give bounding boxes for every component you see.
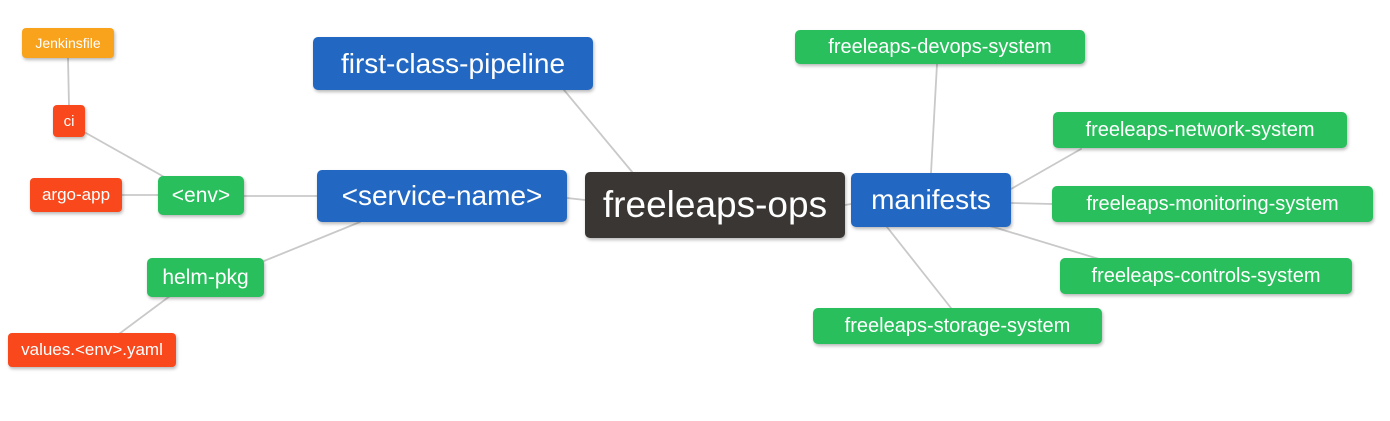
node-freeleaps-monitoring-system[interactable]: freeleaps-monitoring-system [1052, 186, 1373, 222]
edge-service-name-helm-pkg [263, 221, 361, 262]
node-helm-pkg-label: helm-pkg [162, 265, 249, 289]
node-env[interactable]: <env> [158, 176, 244, 215]
node-values-env-yaml[interactable]: values.<env>.yaml [8, 333, 176, 367]
node-freeleaps-ops-label: freeleaps-ops [602, 184, 828, 225]
edge-manifests-network [1010, 148, 1082, 190]
node-argo-app-label: argo-app [41, 185, 111, 204]
node-first-class-pipeline-label: first-class-pipeline [340, 47, 566, 79]
node-freeleaps-devops-system[interactable]: freeleaps-devops-system [795, 30, 1085, 64]
node-argo-app[interactable]: argo-app [30, 178, 122, 212]
node-freeleaps-storage-system[interactable]: freeleaps-storage-system [813, 308, 1102, 344]
node-jenkinsfile-label: Jenkinsfile [35, 35, 101, 51]
node-freeleaps-network-system-label: freeleaps-network-system [1085, 118, 1315, 141]
node-jenkinsfile[interactable]: Jenkinsfile [22, 28, 114, 58]
edge-manifests-controls [989, 225, 1100, 260]
node-freeleaps-network-system[interactable]: freeleaps-network-system [1053, 112, 1347, 148]
edge-manifests-devops [930, 63, 938, 174]
node-freeleaps-controls-system[interactable]: freeleaps-controls-system [1060, 258, 1352, 294]
node-ci[interactable]: ci [53, 105, 85, 137]
node-manifests[interactable]: manifests [851, 173, 1011, 227]
node-values-env-yaml-label: values.<env>.yaml [21, 340, 163, 359]
node-service-name[interactable]: <service-name> [317, 170, 567, 222]
node-service-name-label: <service-name> [341, 180, 543, 211]
node-freeleaps-monitoring-system-label: freeleaps-monitoring-system [1086, 192, 1339, 215]
edge-ops-manifests [844, 203, 852, 206]
edge-ops-service-name [566, 197, 586, 201]
edge-ci-jenkinsfile [67, 57, 70, 107]
edge-env-ci [85, 132, 167, 179]
edge-manifests-monitoring [1010, 202, 1053, 205]
node-first-class-pipeline[interactable]: first-class-pipeline [313, 37, 593, 90]
node-ci-label: ci [63, 112, 75, 130]
node-manifests-label: manifests [871, 184, 991, 215]
edge-helm-pkg-values-yaml [118, 295, 171, 335]
node-freeleaps-devops-system-label: freeleaps-devops-system [828, 35, 1052, 58]
node-freeleaps-storage-system-label: freeleaps-storage-system [844, 314, 1071, 337]
edge-manifests-storage [886, 226, 952, 309]
edge-ops-pipeline [563, 89, 634, 174]
node-freeleaps-controls-system-label: freeleaps-controls-system [1091, 264, 1321, 287]
node-helm-pkg[interactable]: helm-pkg [147, 258, 264, 297]
node-env-label: <env> [171, 183, 231, 207]
node-freeleaps-ops-root[interactable]: freeleaps-ops [585, 172, 845, 238]
